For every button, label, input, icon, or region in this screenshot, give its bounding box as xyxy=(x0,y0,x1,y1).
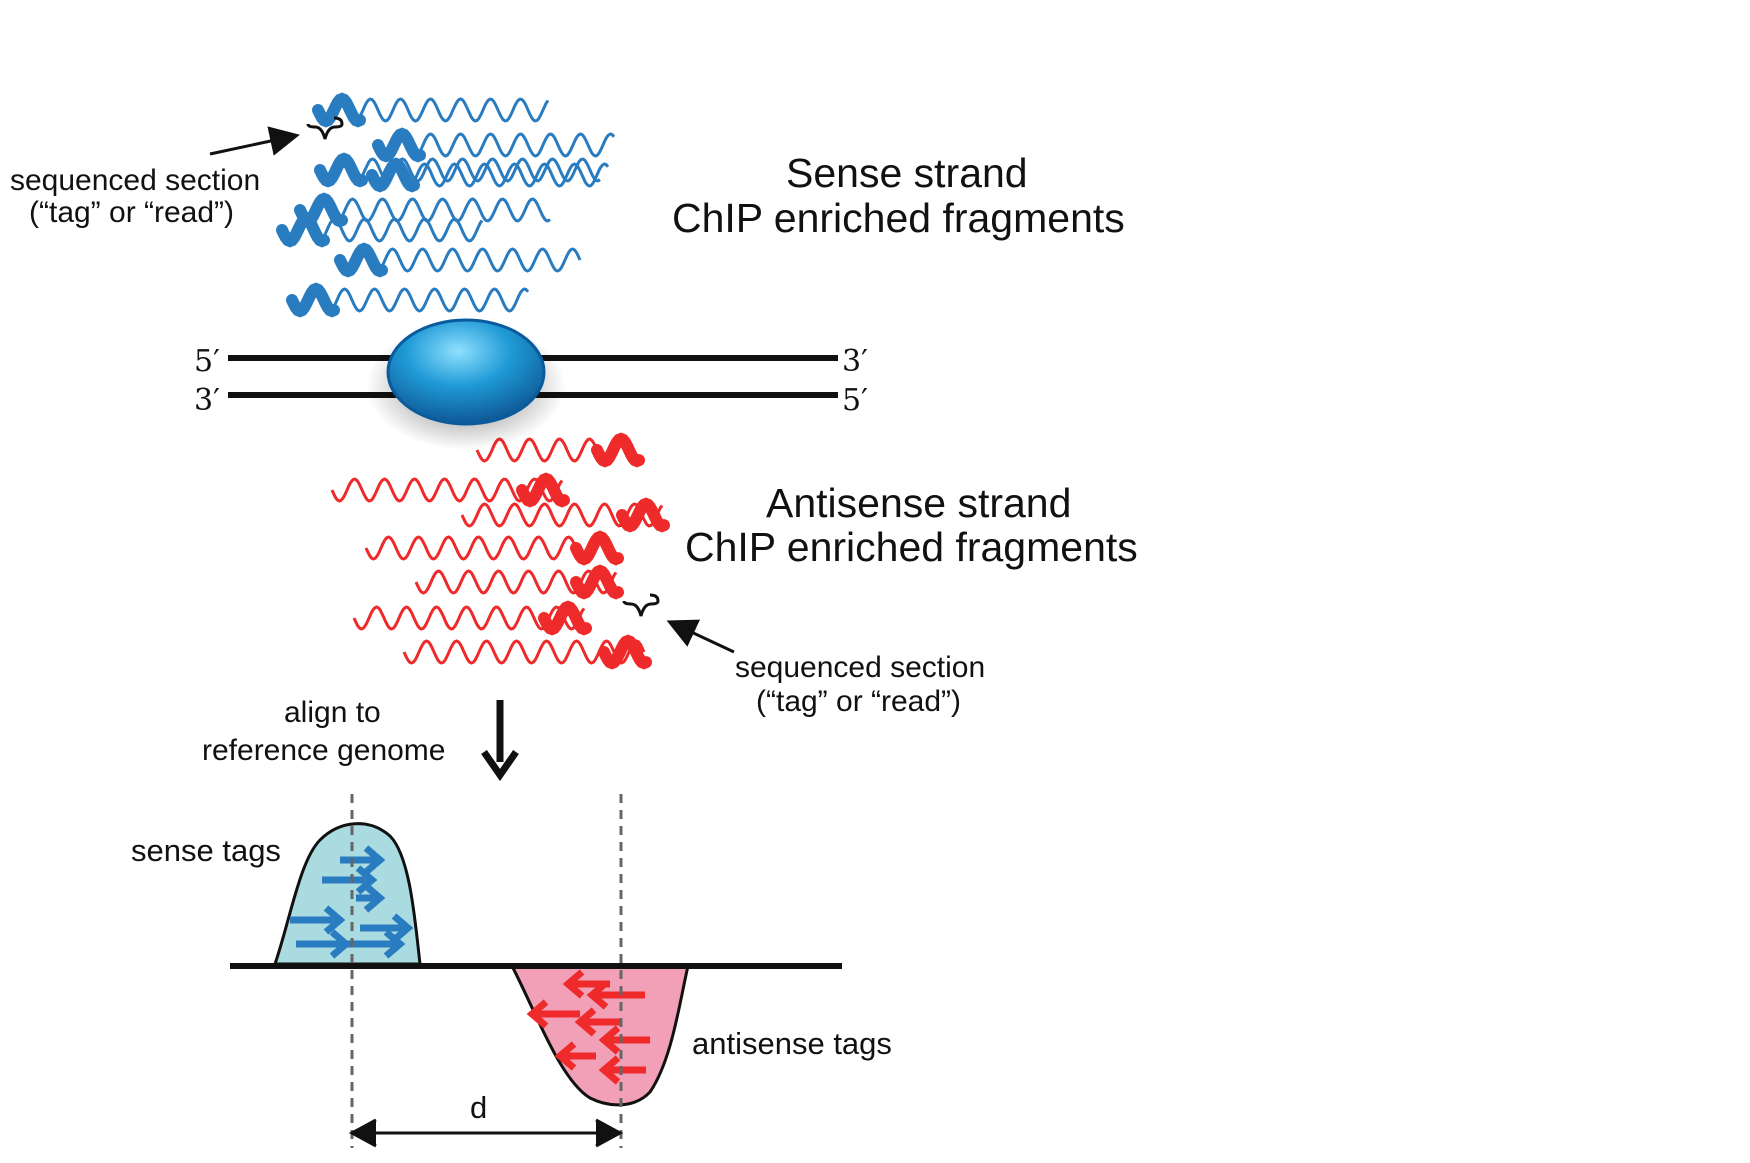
dna-fragment xyxy=(460,502,664,528)
dna-bottom-right-label: 5′ xyxy=(842,383,868,418)
antisense-tag-arrow-head xyxy=(554,1041,577,1071)
antisense-tag-arrow-head xyxy=(598,1055,621,1085)
sense-tag-arrow-head xyxy=(391,913,414,943)
sense-tag-arrows xyxy=(290,845,414,959)
dna-top-right-label: 3′ xyxy=(842,344,868,379)
align-label-line2: reference genome xyxy=(202,734,446,767)
antisense-fragments xyxy=(330,432,670,670)
sense-tag-arrow-head xyxy=(383,929,406,959)
sense-tag-arrow-head xyxy=(363,845,386,875)
antisense-note-line1: sequenced section xyxy=(735,651,985,684)
antisense-title-line1: Antisense strand xyxy=(766,480,1071,526)
sense-tag-arrow-head xyxy=(363,883,386,913)
sequenced-tag xyxy=(366,157,420,193)
sequenced-tag xyxy=(598,634,652,670)
sense-tags-label: sense tags xyxy=(131,833,281,868)
antisense-tag-arrows xyxy=(526,969,650,1085)
sense-note-line1: sequenced section xyxy=(10,164,260,197)
sequenced-tag xyxy=(570,530,624,566)
dna-fragment xyxy=(402,639,646,665)
sense-tag-arrow-head xyxy=(323,905,346,935)
sequenced-tag xyxy=(276,212,330,248)
distance-arrow xyxy=(348,1118,624,1148)
dna-binding-protein xyxy=(386,318,546,426)
antisense-tag-arrow-head xyxy=(598,1025,621,1055)
antisense-tag-arrow-head xyxy=(574,1007,597,1037)
dna-top-left-label: 5′ xyxy=(194,344,220,379)
align-down-arrow xyxy=(481,700,519,782)
sense-tag-bracket xyxy=(306,116,344,140)
antisense-tag-pointer-arrow xyxy=(666,619,735,654)
sequenced-tag xyxy=(372,127,426,163)
sense-tag-arrow-head xyxy=(355,865,378,895)
sequenced-tag xyxy=(312,92,366,128)
sense-tag-pointer-arrow xyxy=(209,126,300,156)
sequenced-tag xyxy=(334,242,388,278)
sequenced-tag xyxy=(538,600,592,636)
antisense-tag-arrow-head xyxy=(526,999,549,1029)
dna-fragment xyxy=(318,157,601,183)
sequenced-tag xyxy=(570,564,624,600)
dna-bottom-left-label: 3′ xyxy=(194,383,220,418)
sequenced-tag xyxy=(516,472,570,508)
sense-title-line1: Sense strand xyxy=(786,150,1028,196)
antisense-tags-label: antisense tags xyxy=(692,1026,892,1061)
sense-title-line2: ChIP enriched fragments xyxy=(672,195,1125,241)
sequenced-tag xyxy=(616,497,670,533)
distance-label: d xyxy=(470,1090,487,1125)
antisense-tag-arrow-head xyxy=(586,980,609,1010)
sequenced-tag xyxy=(286,282,340,318)
sense-fragments xyxy=(276,92,616,318)
antisense-title-line2: ChIP enriched fragments xyxy=(685,524,1138,570)
sequenced-tag xyxy=(591,432,645,468)
antisense-tag-bracket xyxy=(622,593,660,617)
sense-note-line2: (“tag” or “read”) xyxy=(29,196,234,229)
align-label-line1: align to xyxy=(284,696,381,729)
sequenced-tag xyxy=(314,152,368,188)
dna-fragment xyxy=(414,569,618,595)
antisense-tag-arrow-head xyxy=(562,969,585,999)
antisense-note-line2: (“tag” or “read”) xyxy=(756,685,961,718)
